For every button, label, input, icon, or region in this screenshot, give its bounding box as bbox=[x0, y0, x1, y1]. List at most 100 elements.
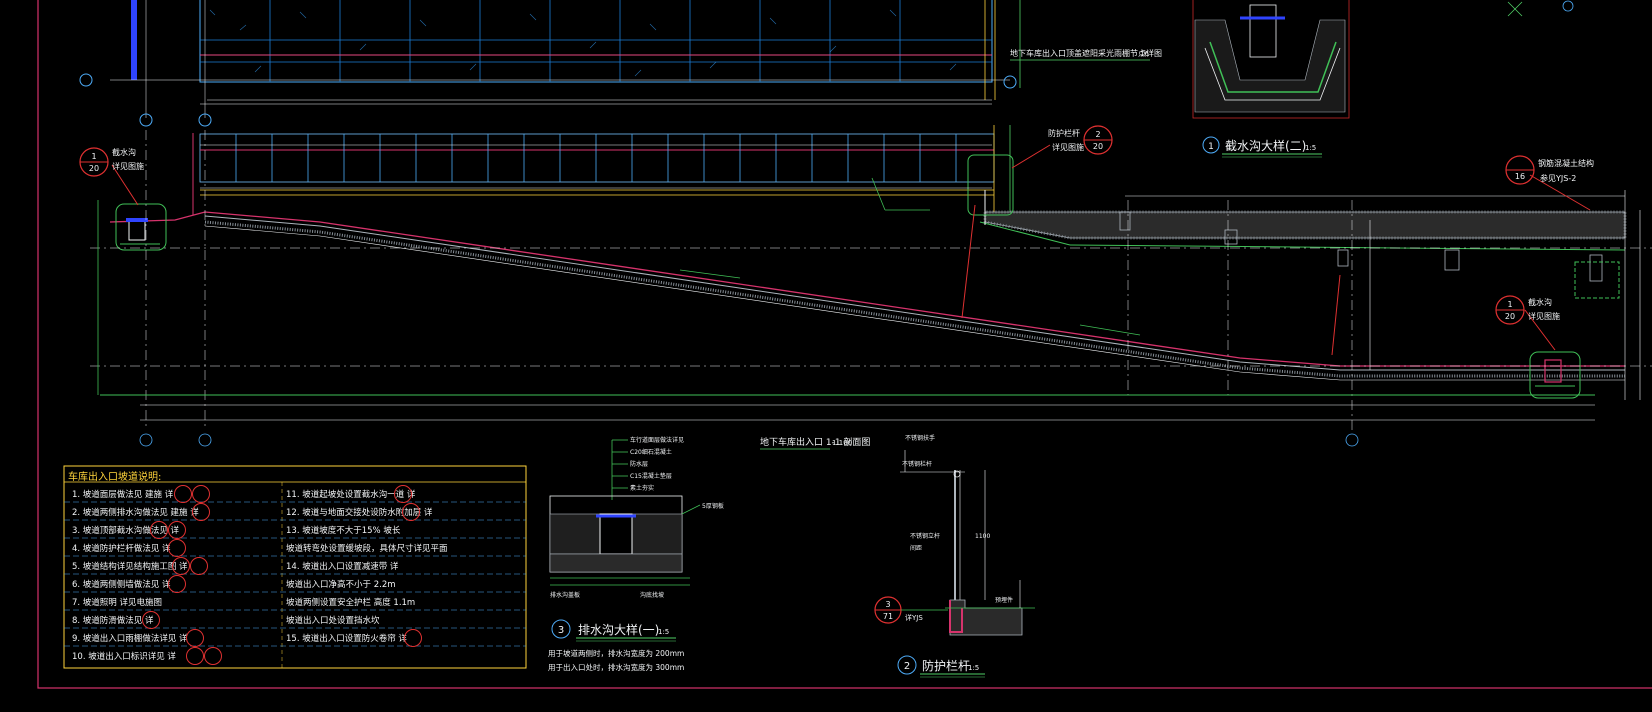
sheet-border bbox=[37, 0, 1652, 689]
callout-right-label2: 详见图施 bbox=[1528, 311, 1560, 321]
callout-rail-label: 详YJS bbox=[905, 613, 923, 622]
callout-mid-label2: 详见图施 bbox=[1052, 142, 1084, 152]
d2-l1: 不锈钢立杆 bbox=[910, 532, 940, 540]
ref-bubble bbox=[168, 575, 186, 593]
note-left-8: 8. 坡道防滑做法见 详 bbox=[72, 616, 154, 626]
callout-mid bbox=[1083, 125, 1113, 155]
callout-right-label: 截水沟 bbox=[1528, 297, 1552, 307]
callout-mid-sheet: 20 bbox=[1093, 142, 1103, 151]
ref-bubble bbox=[190, 557, 208, 575]
ref-bubble bbox=[168, 521, 186, 539]
d3-layer-4: C15混凝土垫层 bbox=[630, 472, 672, 480]
callout-tr-label2: 参见YJS-2 bbox=[1540, 173, 1576, 183]
note-left-10: 10. 坡道出入口标识详见 详 bbox=[72, 652, 176, 662]
note-right-8: 坡道出入口处设置挡水坎 bbox=[286, 616, 380, 626]
d2-l3: 不锈钢栏杆 bbox=[902, 460, 932, 468]
detail-1-drawing bbox=[1192, 0, 1350, 119]
callout-left-sheet: 20 bbox=[89, 164, 99, 173]
note-right-4: 坡道转弯处设置缓坡段，具体尺寸详见平面 bbox=[286, 544, 448, 554]
callout-right bbox=[1495, 295, 1525, 325]
ref-bubble bbox=[192, 503, 210, 521]
d3-bottom-right: 沟底找坡 bbox=[640, 591, 664, 599]
callout-mid-label: 防护栏杆 bbox=[1048, 128, 1080, 138]
d3-layer-5: 素土夯实 bbox=[630, 484, 654, 492]
callout-tr-sheet: 16 bbox=[1515, 172, 1525, 181]
ref-bubble bbox=[204, 647, 222, 665]
note-right-5: 14. 坡道出入口设置减速带 详 bbox=[286, 562, 399, 572]
callout-rail-num: 3 bbox=[885, 600, 890, 609]
d2-dim: 1100 bbox=[975, 533, 990, 540]
rail-detail-cloud bbox=[967, 154, 1014, 216]
top-note: 地下车库出入口顶盖遮阳采光雨棚节点详图 bbox=[1010, 48, 1162, 58]
detail-2-title: 防护栏杆 bbox=[922, 658, 970, 673]
ref-bubble bbox=[402, 503, 420, 521]
detail-1-num: 1 bbox=[1208, 142, 1214, 152]
note-right-1: 11. 坡道起坡处设置截水沟一道 详 bbox=[286, 490, 416, 500]
section-canopy bbox=[192, 125, 1011, 215]
notes-title: 车库出入口坡道说明: bbox=[68, 472, 162, 483]
detail-3-scale: 1:5 bbox=[658, 628, 669, 636]
ref-bubble bbox=[404, 629, 422, 647]
detail-2-drawing bbox=[900, 450, 1035, 636]
d3-layer-2: C20细石混凝土 bbox=[630, 448, 672, 456]
note-left-2: 2. 坡道两侧排水沟做法见 建施 详 bbox=[72, 508, 199, 518]
ref-bubble bbox=[172, 557, 190, 575]
callout-rail-sheet: 71 bbox=[883, 612, 893, 621]
callout-left-label: 截水沟 bbox=[112, 147, 136, 157]
d3-note-1: 用于坡道两侧时，排水沟宽度为 200mm bbox=[548, 648, 684, 658]
d2-top: 不锈钢扶手 bbox=[905, 434, 935, 442]
note-left-3: 3. 坡道顶部截水沟做法见 详 bbox=[72, 526, 180, 536]
ref-bubble bbox=[174, 485, 192, 503]
ref-bubble bbox=[150, 521, 168, 539]
right-drain bbox=[1529, 351, 1581, 399]
ref-bubble bbox=[186, 647, 204, 665]
detail-2-marker bbox=[897, 655, 917, 675]
leader-lines bbox=[111, 144, 1591, 356]
note-right-3: 13. 坡道坡度不大于15% 坡长 bbox=[286, 526, 401, 536]
detail-3-marker bbox=[551, 619, 571, 639]
detail-1-marker bbox=[1202, 136, 1220, 154]
detail-3-title: 排水沟大样(一) bbox=[578, 622, 659, 637]
ref-bubble bbox=[142, 611, 160, 629]
ref-bubble bbox=[394, 485, 412, 503]
detail-1-title: 截水沟大样(二) bbox=[1225, 138, 1306, 153]
detail-3-num: 3 bbox=[558, 625, 564, 636]
note-right-9: 15. 坡道出入口设置防火卷帘 详 bbox=[286, 634, 407, 644]
detail-2-num: 2 bbox=[904, 661, 910, 672]
section-title: 地下车库出入口 1-1 剖面图 bbox=[760, 436, 870, 448]
axis-lines bbox=[90, 130, 1652, 430]
note-left-7: 7. 坡道照明 详见电施图 bbox=[72, 598, 163, 608]
d3-note-2: 用于出入口处时，排水沟宽度为 300mm bbox=[548, 662, 684, 672]
canopy-elevation bbox=[79, 0, 1021, 127]
callout-rail bbox=[874, 596, 948, 624]
d3-layer-3: 防水层 bbox=[630, 460, 648, 468]
callout-right-num: 1 bbox=[1507, 300, 1512, 309]
note-right-7: 坡道两侧设置安全护栏 高度 1.1m bbox=[286, 598, 416, 608]
ref-bubble bbox=[192, 485, 210, 503]
note-right-6: 坡道出入口净高不小于 2.2m bbox=[286, 580, 396, 590]
detail-3-drawing bbox=[549, 439, 701, 586]
note-left-4: 4. 坡道防护栏杆做法见 详 bbox=[72, 544, 171, 554]
callout-left bbox=[79, 147, 109, 177]
north-symbol bbox=[1507, 1, 1523, 17]
dimension-lines bbox=[97, 99, 1641, 421]
ref-bubble bbox=[168, 539, 186, 557]
detail-2-scale: 1:5 bbox=[968, 664, 979, 672]
note-left-9: 9. 坡道出入口雨棚做法详见 详 bbox=[72, 634, 188, 644]
d3-label-right: 5厚钢板 bbox=[702, 502, 724, 510]
callout-top-right bbox=[1505, 155, 1535, 185]
section-scale: 1:100 bbox=[832, 439, 852, 447]
note-left-1: 1. 坡道面层做法见 建施 详 bbox=[72, 490, 174, 500]
d2-l2: 间距 bbox=[910, 544, 922, 552]
callout-right-sheet: 20 bbox=[1505, 312, 1515, 321]
d2-l4: 预埋件 bbox=[995, 596, 1013, 604]
d3-layer-1: 车行道面层做法详见 bbox=[630, 436, 684, 444]
top-note-index: 16 bbox=[1140, 50, 1149, 58]
note-left-5: 5. 坡道结构详见结构施工图 详 bbox=[72, 562, 188, 572]
notes-panel: 车库出入口坡道说明: 1. 坡道面层做法见 建施 详 2. 坡道两侧排水沟做法见… bbox=[64, 466, 526, 668]
annotation-leaders bbox=[679, 177, 1141, 336]
left-drain bbox=[115, 203, 167, 251]
note-right-2: 12. 坡道与地面交接处设防水附加层 详 bbox=[286, 508, 433, 518]
callout-left-num: 1 bbox=[91, 152, 96, 161]
